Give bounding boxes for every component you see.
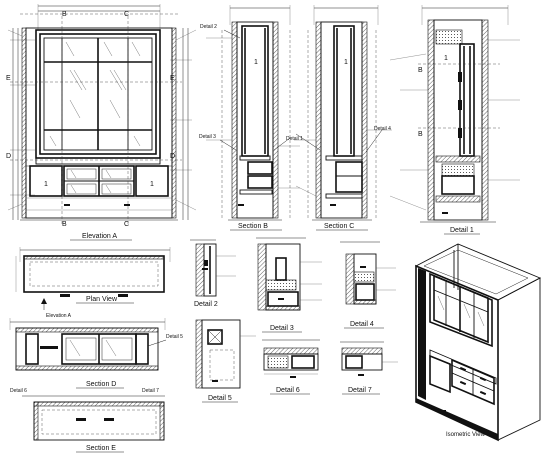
elevation-a-mark-b-top: B (62, 11, 67, 18)
elevation-a-mark-e-right: E (170, 75, 175, 82)
detail-5-title: Detail 5 (208, 395, 232, 402)
section-d: Detail 5 Section D (9, 318, 183, 389)
section-b: Detail 2 Detail 3 1 Section B (199, 5, 300, 231)
section-c-ref-detail-1: Detail 1 (286, 136, 303, 142)
section-c-title: Section C (324, 223, 354, 230)
detail-2-title: Detail 2 (194, 301, 218, 308)
detail-1-number: 1 (444, 55, 448, 62)
elevation-a-mark-d-right: D (170, 153, 175, 160)
detail-1-mark-b-upper: B (418, 67, 423, 74)
detail-7-title: Detail 7 (348, 387, 372, 394)
section-e-ref-detail-6: Detail 6 (10, 388, 27, 394)
plan-view: Plan View Elevation A (15, 247, 171, 319)
elevation-a-mark-d-left: D (6, 153, 11, 160)
detail-4-title: Detail 4 (350, 321, 374, 328)
section-d-ref-detail-5: Detail 5 (166, 334, 183, 340)
section-c-number: 1 (344, 59, 348, 66)
section-e-title: Section E (86, 445, 116, 452)
detail-7: Detail 7 (340, 341, 398, 395)
section-e-ref-detail-7: Detail 7 (142, 388, 159, 394)
elevation-a-title: Elevation A (82, 233, 117, 240)
isometric-view-title: Isometric View (446, 432, 486, 438)
section-c-ref-detail-4: Detail 4 (374, 126, 391, 132)
plan-view-elevation-ref: Elevation A (46, 313, 72, 319)
leader-annotations (7, 29, 448, 412)
detail-5: Detail 5 (195, 319, 256, 403)
detail-3: Detail 3 (256, 237, 322, 333)
elevation-a-mark-b-bottom: B (62, 221, 67, 228)
detail-1: B B 1 Detail 1 (400, 5, 520, 235)
isometric-view: Isometric View (414, 243, 542, 442)
detail-1-mark-b-lower: B (418, 131, 423, 138)
elevation-a: B C D E B C D E 1 1 Elevation A (6, 4, 192, 241)
section-b-ref-detail-3: Detail 3 (199, 134, 216, 140)
detail-2: Detail 2 (190, 239, 236, 308)
detail-6-title: Detail 6 (276, 387, 300, 394)
plan-view-title: Plan View (86, 296, 118, 303)
elevation-a-drawer-number-left: 1 (44, 181, 48, 188)
detail-6: Detail 6 (262, 339, 320, 395)
section-b-number: 1 (254, 59, 258, 66)
detail-3-title: Detail 3 (270, 325, 294, 332)
elevation-a-drawer-number-right: 1 (150, 181, 154, 188)
elevation-a-mark-e-left: E (6, 75, 11, 82)
section-c: Detail 1 Detail 4 1 Section C (286, 5, 392, 231)
section-e: Detail 6 Detail 7 Section E (10, 388, 165, 453)
section-b-ref-detail-2: Detail 2 (200, 24, 217, 30)
detail-1-title: Detail 1 (450, 227, 474, 234)
elevation-a-mark-c-top: C (124, 11, 129, 18)
detail-4: Detail 4 (340, 241, 396, 329)
section-d-title: Section D (86, 381, 116, 388)
elevation-a-mark-c-bottom: C (124, 221, 129, 228)
section-b-title: Section B (238, 223, 268, 230)
